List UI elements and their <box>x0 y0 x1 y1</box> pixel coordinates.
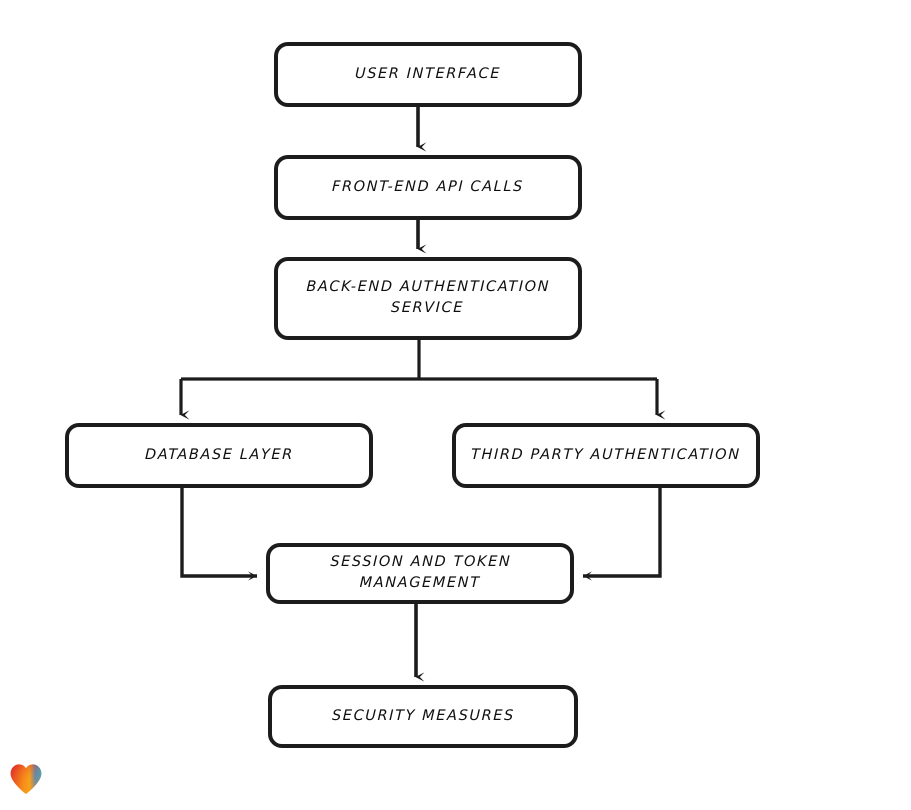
heart-icon <box>10 764 42 794</box>
node-session-and-token-management[interactable]: SESSION AND TOKEN MANAGEMENT <box>266 543 574 604</box>
node-label-security-measures: SECURITY MEASURES <box>331 707 515 724</box>
node-back-end-authentication-service[interactable]: BACK-END AUTHENTICATION SERVICE <box>274 257 582 340</box>
edge-database-to-session <box>180 488 257 581</box>
node-front-end-api-calls[interactable]: FRONT-END API CALLS <box>274 155 582 220</box>
node-label-back-end-authentication-service: BACK-END AUTHENTICATION SERVICE <box>306 279 551 317</box>
node-label-user-interface: USER INTERFACE <box>354 65 502 82</box>
node-third-party-authentication[interactable]: THIRD PARTY AUTHENTICATION <box>452 423 760 488</box>
node-security-measures[interactable]: SECURITY MEASURES <box>268 685 578 748</box>
edge-thirdparty-to-session <box>583 488 662 581</box>
node-label-session-and-token-management: SESSION AND TOKEN MANAGEMENT <box>329 554 512 592</box>
node-label-database-layer: DATABASE LAYER <box>144 446 294 463</box>
node-label-front-end-api-calls: FRONT-END API CALLS <box>331 178 525 195</box>
node-database-layer[interactable]: DATABASE LAYER <box>65 423 373 488</box>
node-user-interface[interactable]: USER INTERFACE <box>274 42 582 107</box>
node-label-third-party-authentication: THIRD PARTY AUTHENTICATION <box>470 446 742 463</box>
